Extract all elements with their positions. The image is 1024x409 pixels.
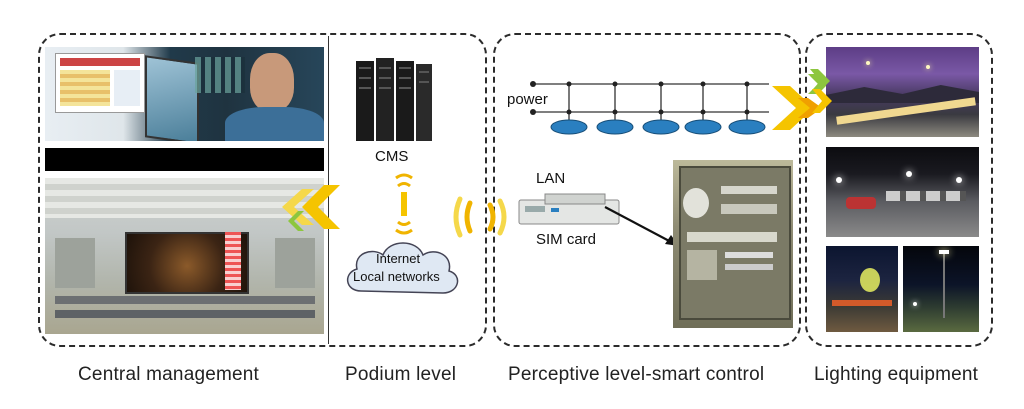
cms-label: CMS xyxy=(375,148,409,165)
street-lamp-icon xyxy=(684,119,722,135)
operator-body xyxy=(225,107,324,141)
wireless-signal-icon xyxy=(453,196,507,238)
power-network-diagram xyxy=(530,81,769,135)
din-rail-controller-icon xyxy=(518,193,620,225)
highway-lights-photo xyxy=(826,47,979,137)
caption-perceptive-level: Perceptive level-smart control xyxy=(508,364,765,385)
monitor-screenshot xyxy=(55,53,145,113)
street-lamp-icon xyxy=(642,119,680,135)
lighting-frame xyxy=(805,33,993,347)
cloud-icon xyxy=(347,242,459,294)
arrow-into-control-room xyxy=(282,185,340,231)
caption-central-management: Central management xyxy=(78,364,260,385)
local-networks-label: Local networks xyxy=(353,269,440,284)
server-rack-icon xyxy=(356,58,432,141)
street-lamp-icon xyxy=(550,119,588,135)
street-lamp-icon xyxy=(596,119,634,135)
control-cabinet-photo xyxy=(673,160,793,328)
black-bar xyxy=(45,148,324,171)
desk-row xyxy=(55,296,315,304)
operator-head xyxy=(250,53,294,111)
monitor xyxy=(145,55,199,141)
street-lamp-icon xyxy=(728,119,766,135)
caption-lighting-equipment: Lighting equipment xyxy=(814,364,979,385)
parking-lot-photo xyxy=(826,147,979,237)
power-label: power xyxy=(507,91,548,108)
caption-podium-level: Podium level xyxy=(345,364,457,385)
signal-vertical-icon xyxy=(395,173,413,235)
internet-label: Internet xyxy=(376,251,421,266)
control-room-photo xyxy=(45,178,324,334)
arrow-into-highway xyxy=(810,69,832,113)
operator-photo xyxy=(45,47,324,141)
central-podium-frame xyxy=(38,33,487,347)
perceptive-frame xyxy=(493,33,801,347)
street-night-photo-1 xyxy=(826,246,898,332)
lan-label: LAN xyxy=(536,170,566,187)
street-night-photo-2 xyxy=(903,246,979,332)
sim-card-label: SIM card xyxy=(536,231,597,248)
pointer-arrow xyxy=(604,206,679,246)
